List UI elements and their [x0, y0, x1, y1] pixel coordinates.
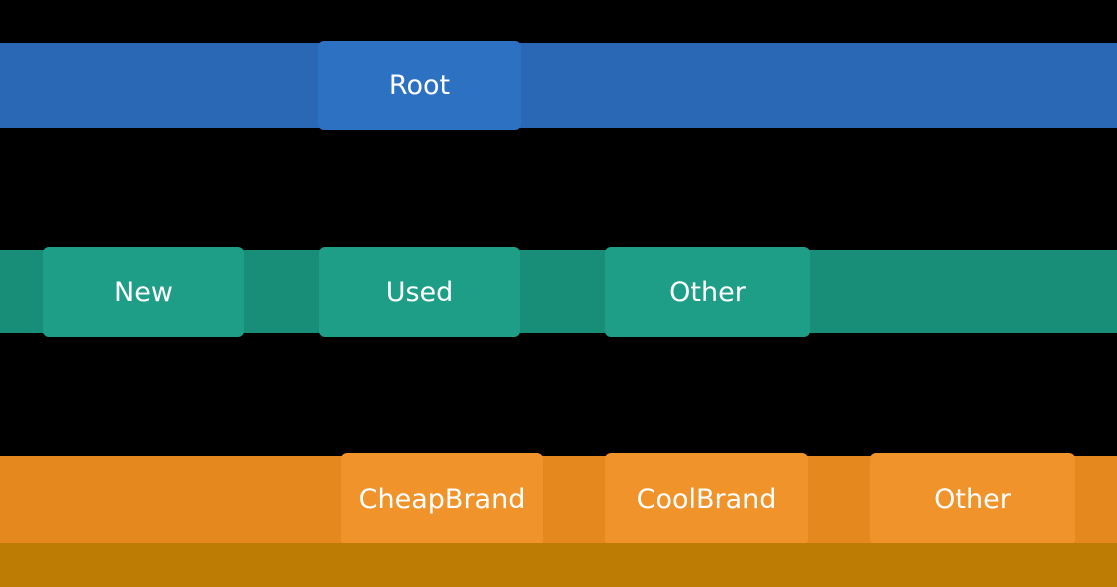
node-root-label: Root: [388, 70, 451, 101]
level-0-band: [0, 43, 1117, 128]
node-other-level-1-label: Other: [669, 276, 746, 308]
node-other-level-2[interactable]: Other: [870, 453, 1075, 545]
node-other-level-2-label: Other: [934, 483, 1011, 515]
node-cheapbrand[interactable]: CheapBrand: [341, 453, 543, 545]
node-used-label: Used: [385, 276, 454, 308]
bottom-strip: [0, 543, 1117, 587]
node-coolbrand-label: CoolBrand: [636, 483, 777, 515]
node-other-level-1[interactable]: Other: [605, 247, 810, 337]
node-used[interactable]: Used: [319, 247, 520, 337]
node-new[interactable]: New: [43, 247, 244, 337]
node-coolbrand[interactable]: CoolBrand: [605, 453, 808, 545]
node-cheapbrand-label: CheapBrand: [358, 483, 526, 515]
node-new-label: New: [114, 276, 173, 308]
node-root[interactable]: Root: [318, 41, 521, 130]
